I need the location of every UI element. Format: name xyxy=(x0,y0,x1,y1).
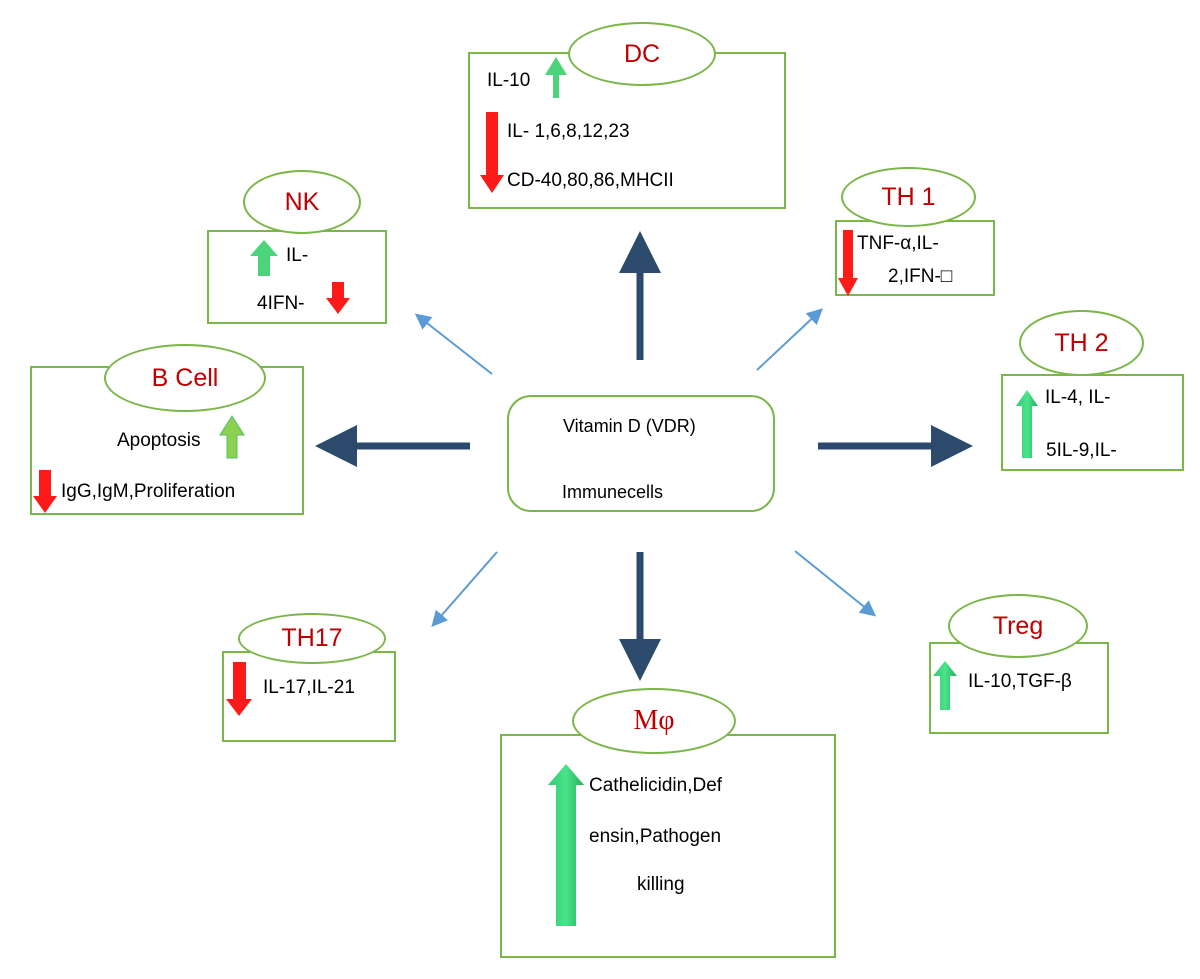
th2-line-1: IL-4, IL- xyxy=(1045,387,1111,408)
treg-up-arrow-icon xyxy=(933,661,957,710)
macrophage-line-2: ensin,Pathogen xyxy=(589,826,722,847)
treg-title: Treg xyxy=(948,594,1088,658)
arrow-to-treg xyxy=(794,550,877,617)
nk-up-arrow-icon xyxy=(250,240,278,276)
macrophage-line-3: killing xyxy=(637,874,685,895)
nk-line-2: 4IFN- xyxy=(257,293,305,314)
bcell-title: B Cell xyxy=(104,344,266,412)
treg-line-1: IL-10,TGF-β xyxy=(968,671,1072,692)
th1-line-2: 2,IFN-□ xyxy=(888,266,953,287)
nk-line-1: IL- xyxy=(286,245,309,266)
th2-title: TH 2 xyxy=(1019,310,1144,376)
arrow-to-nk xyxy=(414,313,493,375)
nk-box xyxy=(207,230,387,324)
arrow-to-th17 xyxy=(431,551,498,628)
th1-line-1: TNF-α,IL- xyxy=(857,233,939,254)
th17-line-1: IL-17,IL-21 xyxy=(263,677,355,698)
bcell-up-arrow-icon xyxy=(219,415,245,459)
bcell-line-2: IgG,IgM,Proliferation xyxy=(61,481,236,502)
macrophage-up-arrow-icon xyxy=(548,764,584,926)
dc-line-2: IL- 1,6,8,12,23 xyxy=(507,121,630,142)
dc-title: DC xyxy=(568,22,716,86)
th1-title: TH 1 xyxy=(841,167,976,227)
bcell-line-1: Apoptosis xyxy=(117,430,201,451)
th17-title: TH17 xyxy=(238,613,386,664)
nk-title: NK xyxy=(243,170,361,234)
dc-down-arrow-icon xyxy=(480,112,504,193)
nk-down-arrow-icon xyxy=(326,282,350,314)
th2-line-2: 5IL-9,IL- xyxy=(1046,440,1117,461)
dc-line-3: CD-40,80,86,MHCII xyxy=(507,170,674,191)
bcell-down-arrow-icon xyxy=(33,470,57,513)
center-line-1: Vitamin D (VDR) xyxy=(563,416,696,436)
dc-line-1: IL-10 xyxy=(487,70,531,91)
vitamin-d-center-box xyxy=(507,395,775,512)
th1-down-arrow-icon xyxy=(838,230,858,296)
macrophage-title: Mφ xyxy=(572,688,736,754)
th17-down-arrow-icon xyxy=(226,662,252,716)
dc-up-arrow-icon xyxy=(545,57,567,98)
macrophage-line-1: Cathelicidin,Def xyxy=(589,775,723,796)
th2-up-arrow-icon xyxy=(1016,390,1038,458)
arrow-to-th1 xyxy=(756,308,823,371)
center-line-2: Immunecells xyxy=(562,482,664,502)
